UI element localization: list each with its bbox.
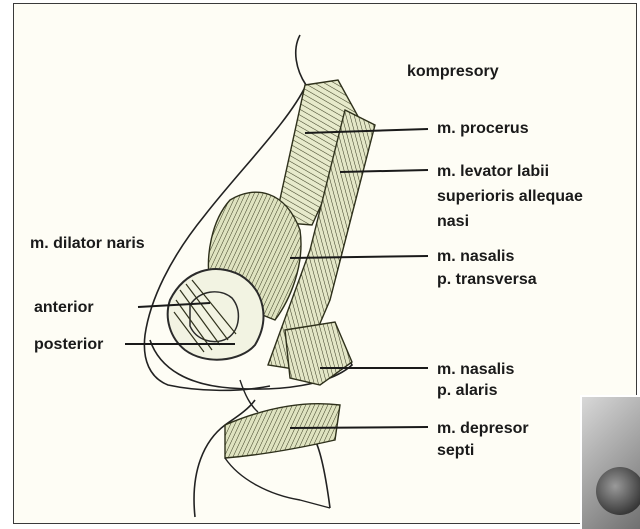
label-posterior: posterior [34,334,103,355]
label-levator-line2: superioris allequae [437,186,583,207]
label-nasalis-transversa-line2: p. transversa [437,269,537,290]
label-nasalis-transversa-line1: m. nasalis [437,246,514,267]
leader-depresor [290,427,428,428]
label-kompresory: kompresory [407,61,499,82]
label-depresor-line1: m. depresor [437,418,529,439]
nasalis-alaris-muscle [285,322,352,385]
label-depresor-line2: septi [437,440,474,461]
label-procerus: m. procerus [437,118,529,139]
label-levator-line1: m. levator labii [437,161,549,182]
label-nasalis-alaris-line2: p. alaris [437,380,497,401]
label-nasalis-alaris-line1: m. nasalis [437,359,514,380]
lip-lower [225,458,330,508]
label-dilator-naris: m. dilator naris [30,233,145,254]
label-anterior: anterior [34,297,94,318]
label-levator-line3: nasi [437,211,469,232]
alar-loop [168,269,264,360]
photo-corner-inset [580,395,640,529]
